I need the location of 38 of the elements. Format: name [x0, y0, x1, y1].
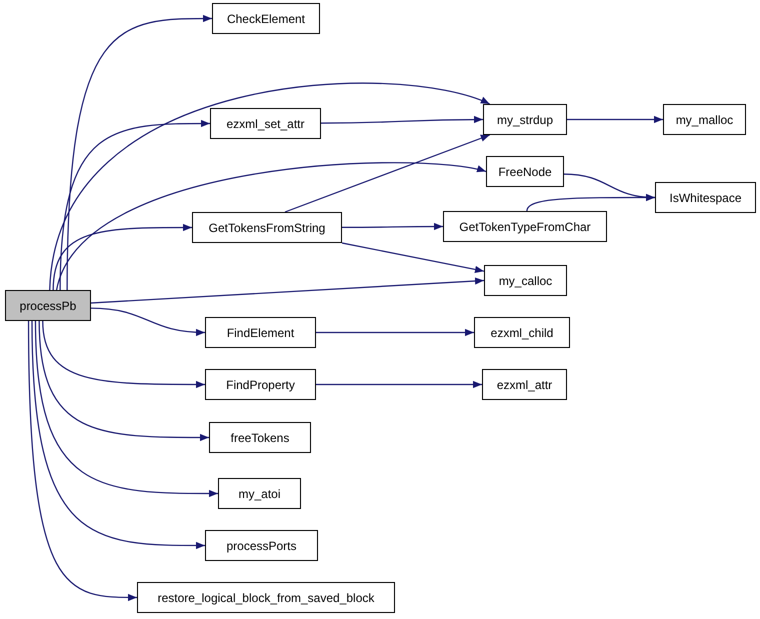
function-box: FindElement [205, 317, 316, 348]
function-box: ezxml_set_attr [210, 108, 321, 139]
call-arrow [28, 321, 137, 602]
function-box: GetTokenTypeFromChar [443, 211, 607, 242]
function-box: restore_logical_block_from_saved_block [137, 582, 395, 613]
call-arrow [60, 120, 210, 290]
function-box: my_atoi [218, 478, 301, 509]
call-arrow [34, 320, 218, 498]
call-arrow [56, 162, 486, 290]
function-box: GetTokensFromString [192, 212, 342, 243]
call-arrow [38, 320, 209, 442]
call-arrow [49, 82, 490, 290]
call-arrow [31, 320, 205, 550]
function-box: my_strdup [483, 104, 567, 135]
call-arrow [342, 242, 484, 273]
call-arrow [316, 380, 482, 388]
function-box: freeTokens [209, 422, 311, 453]
call-arrow [316, 328, 474, 336]
call-arrow [321, 116, 483, 124]
function-box: FindProperty [205, 369, 316, 400]
call-arrow [42, 320, 205, 388]
function-box: FreeNode [486, 156, 564, 187]
call-arrow [90, 308, 206, 336]
call-arrow [567, 116, 663, 124]
function-box: processPorts [205, 530, 318, 561]
call-arrow [342, 222, 443, 230]
call-arrow [526, 194, 655, 212]
function-box: my_malloc [663, 104, 746, 135]
function-box: ezxml_attr [482, 369, 567, 400]
function-box: ezxml_child [474, 317, 570, 348]
function-box: processPb [5, 290, 91, 321]
call-arrow [66, 14, 212, 290]
function-box: my_calloc [484, 265, 567, 296]
call-arrow [90, 277, 484, 304]
function-box: IsWhitespace [655, 182, 756, 213]
function-box: CheckElement [212, 3, 320, 34]
call-arrow [284, 134, 490, 213]
call-arrow [52, 224, 192, 290]
